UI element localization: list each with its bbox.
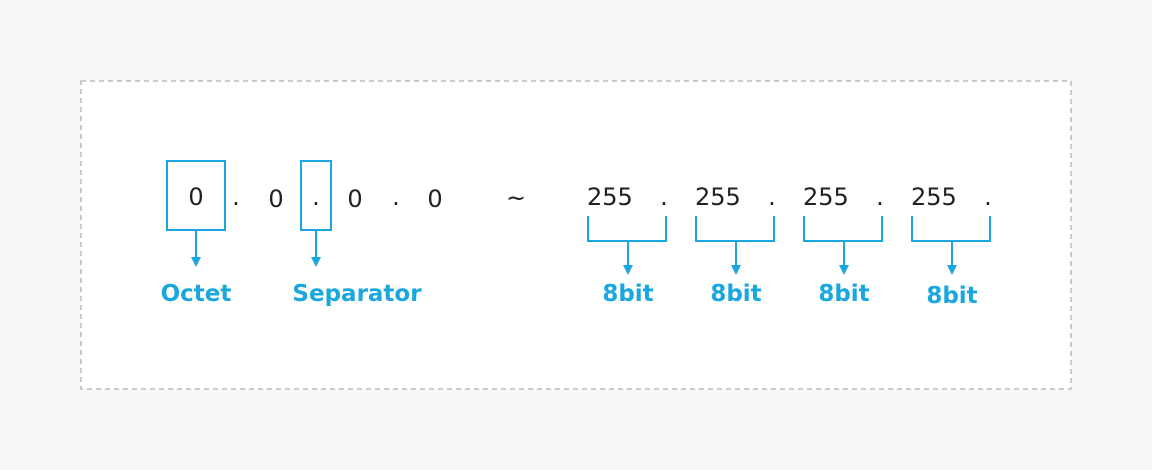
end-octet-2: 255 <box>695 183 741 211</box>
end-separator-4: . <box>984 183 992 211</box>
end-octet-4: 255 <box>911 183 957 211</box>
end-address: 255. 8bit 255. 8bit 255. 8bit 255. 8bit <box>587 183 992 309</box>
start-octet-2: 0 <box>268 185 283 213</box>
range-tilde: ~ <box>506 184 526 212</box>
bit-label-1: 8bit <box>602 281 653 307</box>
start-octet-3: 0 <box>347 185 362 213</box>
end-separator-1: . <box>660 183 668 211</box>
bit-label-2: 8bit <box>710 281 761 307</box>
end-separator-2: . <box>768 183 776 211</box>
bit-label-3: 8bit <box>818 281 869 307</box>
end-octet-3: 255 <box>803 183 849 211</box>
start-separator-1: . <box>232 183 240 211</box>
start-separator-3: . <box>392 183 400 211</box>
octet-label: Octet <box>161 281 232 307</box>
start-octet-1: 0 <box>188 183 203 211</box>
end-octet-1: 255 <box>587 183 633 211</box>
bit-label-4: 8bit <box>926 283 977 309</box>
end-separator-3: . <box>876 183 884 211</box>
start-separator-2: . <box>312 183 320 211</box>
diagram-panel <box>80 80 1072 390</box>
separator-label: Separator <box>292 281 422 307</box>
start-octet-4: 0 <box>427 185 442 213</box>
